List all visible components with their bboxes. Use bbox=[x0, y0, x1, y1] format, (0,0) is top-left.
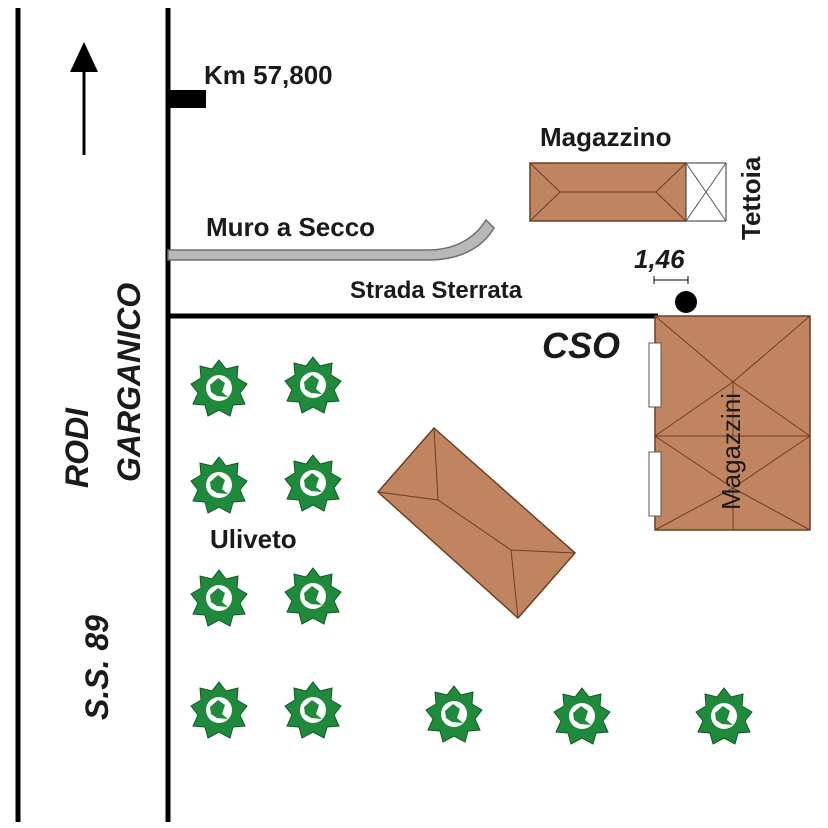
olive-tree-icon bbox=[190, 569, 248, 627]
warehouse-door-upper bbox=[648, 342, 662, 408]
olive-tree-icon bbox=[190, 456, 248, 514]
warehouse-building bbox=[529, 162, 687, 222]
olive-tree-icon bbox=[190, 359, 248, 417]
olive-tree-icon bbox=[284, 356, 342, 414]
shed-structure bbox=[685, 162, 727, 222]
road-name-line1: RODI bbox=[59, 407, 95, 488]
road-number: S.S. 89 bbox=[79, 615, 115, 720]
distance-dimension bbox=[653, 276, 689, 284]
olive-tree-icon bbox=[284, 567, 342, 625]
warehouse-label: Magazzino bbox=[540, 122, 671, 152]
olive-tree-icon bbox=[190, 681, 248, 739]
olive-tree-icon bbox=[553, 687, 611, 745]
shed-label: Tettoia bbox=[736, 156, 766, 240]
road-name-line2: GARGANICO bbox=[111, 283, 147, 482]
point-marker-icon bbox=[675, 291, 697, 313]
distance-label: 1,46 bbox=[634, 244, 685, 274]
dirt-road-label: Strada Sterrata bbox=[350, 277, 523, 304]
olive-tree-icon bbox=[425, 685, 483, 743]
warehouse-door-lower bbox=[648, 451, 662, 517]
olive-tree-icon bbox=[284, 681, 342, 739]
olive-grove-label: Uliveto bbox=[210, 524, 297, 554]
wall-label: Muro a Secco bbox=[206, 212, 375, 242]
north-arrow-icon bbox=[70, 42, 98, 155]
km-label: Km 57,800 bbox=[204, 60, 333, 90]
warehouses-label: Magazzini bbox=[716, 393, 746, 510]
olive-tree-icon bbox=[284, 454, 342, 512]
olive-tree-icon bbox=[695, 687, 753, 745]
warehouses-building bbox=[654, 315, 811, 531]
cso-label: CSO bbox=[542, 325, 620, 366]
dry-stone-wall bbox=[167, 218, 495, 261]
property-boundary bbox=[165, 313, 658, 822]
diagonal-building bbox=[376, 426, 577, 620]
km-marker-icon bbox=[168, 90, 206, 108]
